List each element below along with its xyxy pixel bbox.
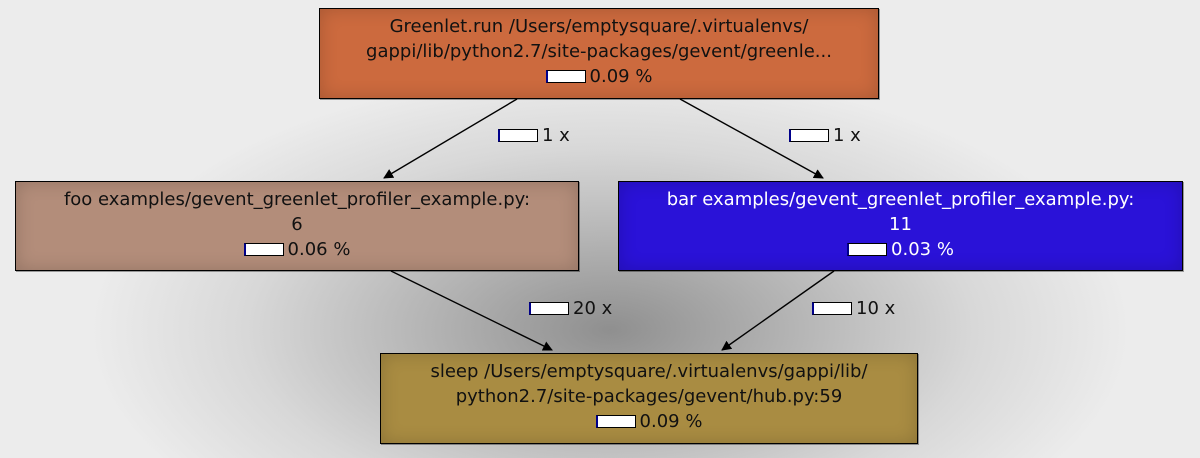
edge-call-count: 1 x [833,125,861,146]
node-label-line2: 6 [291,214,303,235]
node-percent-value: 0.09 % [639,411,703,432]
node-percent: 0.06 % [243,237,351,262]
node-label-line2: python2.7/site-packages/gevent/hub.py:59 [455,386,843,407]
node-label-line2: 11 [889,214,912,235]
node-percent: 0.09 % [545,64,653,89]
node-greenlet-run[interactable]: Greenlet.run /Users/emptysquare/.virtual… [319,8,879,99]
call-count-bar-icon [812,302,852,315]
node-percent: 0.03 % [847,237,954,262]
edge-label-run-to-foo: 1 x [498,125,570,146]
edge-run-to-bar [679,98,824,179]
edge-call-count: 10 x [856,298,896,319]
node-label-line1: Greenlet.run /Users/emptysquare/.virtual… [389,16,809,37]
node-foo[interactable]: foo examples/gevent_greenlet_profiler_ex… [15,181,579,271]
edge-label-run-to-bar: 1 x [789,125,861,146]
call-count-bar-icon [789,129,829,142]
node-label-line2: gappi/lib/python2.7/site-packages/gevent… [366,41,832,62]
node-label-line1: sleep /Users/emptysquare/.virtualenvs/ga… [430,361,868,382]
edge-foo-to-sleep [390,270,553,351]
edge-bar-to-sleep [721,270,835,351]
node-label-line1: foo examples/gevent_greenlet_profiler_ex… [63,189,531,210]
edge-label-bar-to-sleep: 10 x [812,298,895,319]
edge-run-to-foo [383,98,518,179]
edge-call-count: 1 x [542,125,570,146]
edge-label-foo-to-sleep: 20 x [529,298,612,319]
node-label-line1: bar examples/gevent_greenlet_profiler_ex… [666,189,1135,210]
percent-bar-icon [243,243,284,256]
node-percent-value: 0.09 % [589,66,653,87]
node-sleep[interactable]: sleep /Users/emptysquare/.virtualenvs/ga… [380,353,918,444]
node-percent-value: 0.06 % [287,239,351,260]
percent-bar-icon [847,243,888,256]
percent-bar-icon [545,70,586,83]
call-count-bar-icon [529,302,569,315]
percent-bar-icon [595,415,636,428]
call-count-bar-icon [498,129,538,142]
node-percent: 0.09 % [595,409,703,434]
node-percent-value: 0.03 % [891,239,954,260]
edge-call-count: 20 x [573,298,613,319]
node-bar[interactable]: bar examples/gevent_greenlet_profiler_ex… [618,181,1183,271]
